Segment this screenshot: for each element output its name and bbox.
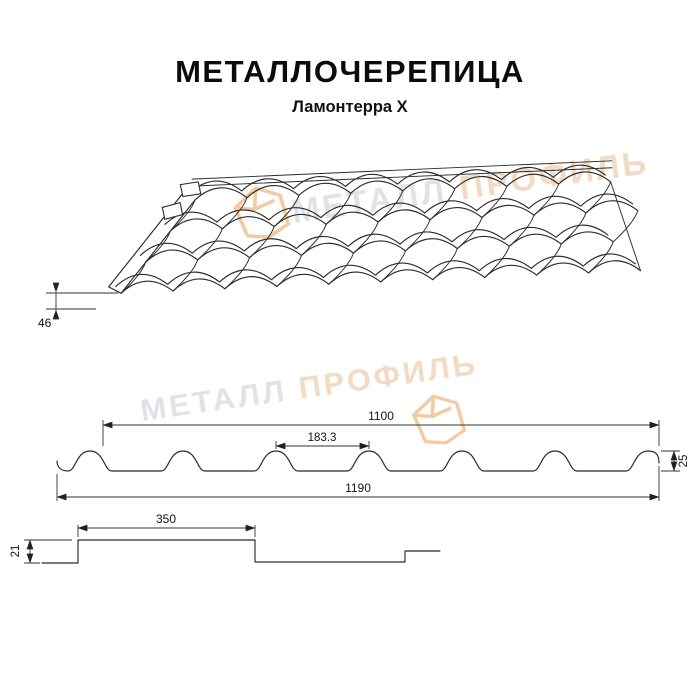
metal-profil-logo-icon bbox=[412, 394, 467, 445]
dim-cover-width-label: 1100 bbox=[368, 409, 394, 423]
gable-trim bbox=[108, 181, 202, 294]
dim-module-length-label: 350 bbox=[156, 512, 176, 526]
dimension-46: 46 bbox=[38, 282, 118, 330]
gable-end-cap bbox=[161, 201, 184, 221]
dimension-350: 350 bbox=[77, 512, 256, 537]
profile-outline bbox=[56, 450, 660, 472]
ridge-end-cap bbox=[179, 181, 202, 198]
dimension-25: 25 bbox=[661, 450, 690, 472]
roof-perspective-drawing: 46 bbox=[38, 160, 642, 330]
step-outline bbox=[41, 539, 441, 564]
tile-connectors bbox=[120, 181, 639, 294]
dim-step-height-label: 21 bbox=[10, 545, 22, 558]
roof-right-edge bbox=[610, 181, 641, 272]
dim-wave-pitch-label: 183.3 bbox=[308, 432, 337, 444]
page-subtitle: Ламонтерра X bbox=[292, 98, 408, 116]
dimension-1190: 1190 bbox=[56, 466, 660, 501]
step-profile-drawing: 350 21 bbox=[10, 512, 441, 564]
dimension-21: 21 bbox=[10, 539, 72, 564]
dim-profile-height-label: 25 bbox=[678, 455, 690, 468]
metal-profil-logo-icon bbox=[233, 186, 291, 239]
dim-eave-height-label: 46 bbox=[38, 316, 52, 330]
dimension-183-3: 183.3 bbox=[275, 432, 370, 450]
dimension-1100: 1100 bbox=[102, 409, 660, 446]
dim-full-width-label: 1190 bbox=[345, 481, 371, 495]
profile-cross-section: 1100 183.3 25 1190 bbox=[56, 409, 690, 501]
page-title: МЕТАЛЛОЧЕРЕПИЦА bbox=[175, 54, 525, 89]
